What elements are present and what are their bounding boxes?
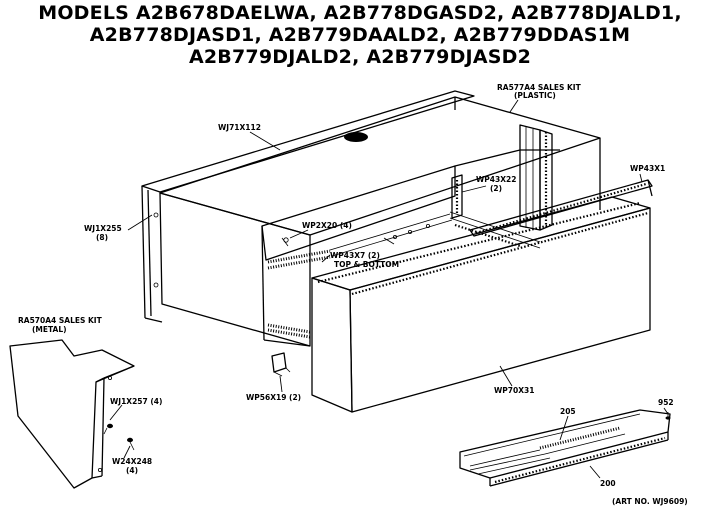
label-wp43x7-line2: TOP & BOTTOM — [334, 260, 399, 269]
top-trim-strip — [469, 179, 653, 237]
label-art-no: (ART NO. WJ9609) — [612, 497, 688, 506]
label-wp56x19: WP56X19 (2) — [246, 393, 301, 402]
label-wj1x255-line2: (8) — [96, 233, 108, 242]
label-952: 952 — [658, 398, 674, 407]
models-title-line-3: A2B779DJALD2, A2B779DJASD2 — [188, 46, 532, 68]
label-wp2x20: WP2X20 (4) — [302, 221, 352, 230]
label-wp43x22-line2: (2) — [490, 184, 502, 193]
label-w24x248-line1: W24X248 — [112, 457, 152, 466]
label-wp43x22-line1: WP43X22 — [476, 175, 516, 184]
label-wj71x112: WJ71X112 — [218, 123, 261, 132]
models-title-line-2: A2B778DJASD1, A2B779DAALD2, A2B779DDAS1M — [89, 24, 631, 46]
interior-track-rails — [281, 174, 541, 257]
label-ra577a4-line1: RA577A4 SALES KIT — [497, 83, 582, 92]
screws-w24x248 — [127, 437, 135, 451]
models-title: MODELS A2B678DAELWA, A2B778DGASD2, A2B77… — [0, 2, 720, 68]
label-ra577a4-line2: (PLASTIC) — [514, 91, 556, 100]
rear-flange-plate — [141, 90, 475, 323]
label-200: 200 — [600, 479, 616, 488]
metal-side-panel — [9, 339, 135, 489]
label-wj1x257: WJ1X257 (4) — [110, 397, 162, 406]
label-wj1x255-line1: WJ1X255 — [84, 224, 122, 233]
screw-952 — [665, 412, 671, 420]
screws-wj1x257 — [103, 423, 113, 435]
label-205: 205 — [560, 407, 576, 416]
label-wp43x1: WP43X1 — [630, 164, 665, 173]
label-wp43x7-line1: WP43X7 (2) — [330, 251, 380, 260]
leader-lines — [109, 99, 669, 479]
clip-part — [271, 352, 291, 377]
grille-tray-assembly — [459, 409, 671, 487]
label-ra570a4-line2: (METAL) — [32, 325, 67, 334]
front-panel — [311, 196, 651, 413]
wall-sleeve-box — [159, 96, 601, 347]
label-wp70x31: WP70X31 — [494, 386, 534, 395]
label-w24x248-line2: (4) — [126, 466, 138, 475]
part-labels: WJ71X112 RA577A4 SALES KIT (PLASTIC) WP4… — [18, 83, 688, 506]
models-title-line-1: MODELS A2B678DAELWA, A2B778DGASD2, A2B77… — [38, 2, 682, 24]
label-ra570a4-line1: RA570A4 SALES KIT — [18, 316, 103, 325]
